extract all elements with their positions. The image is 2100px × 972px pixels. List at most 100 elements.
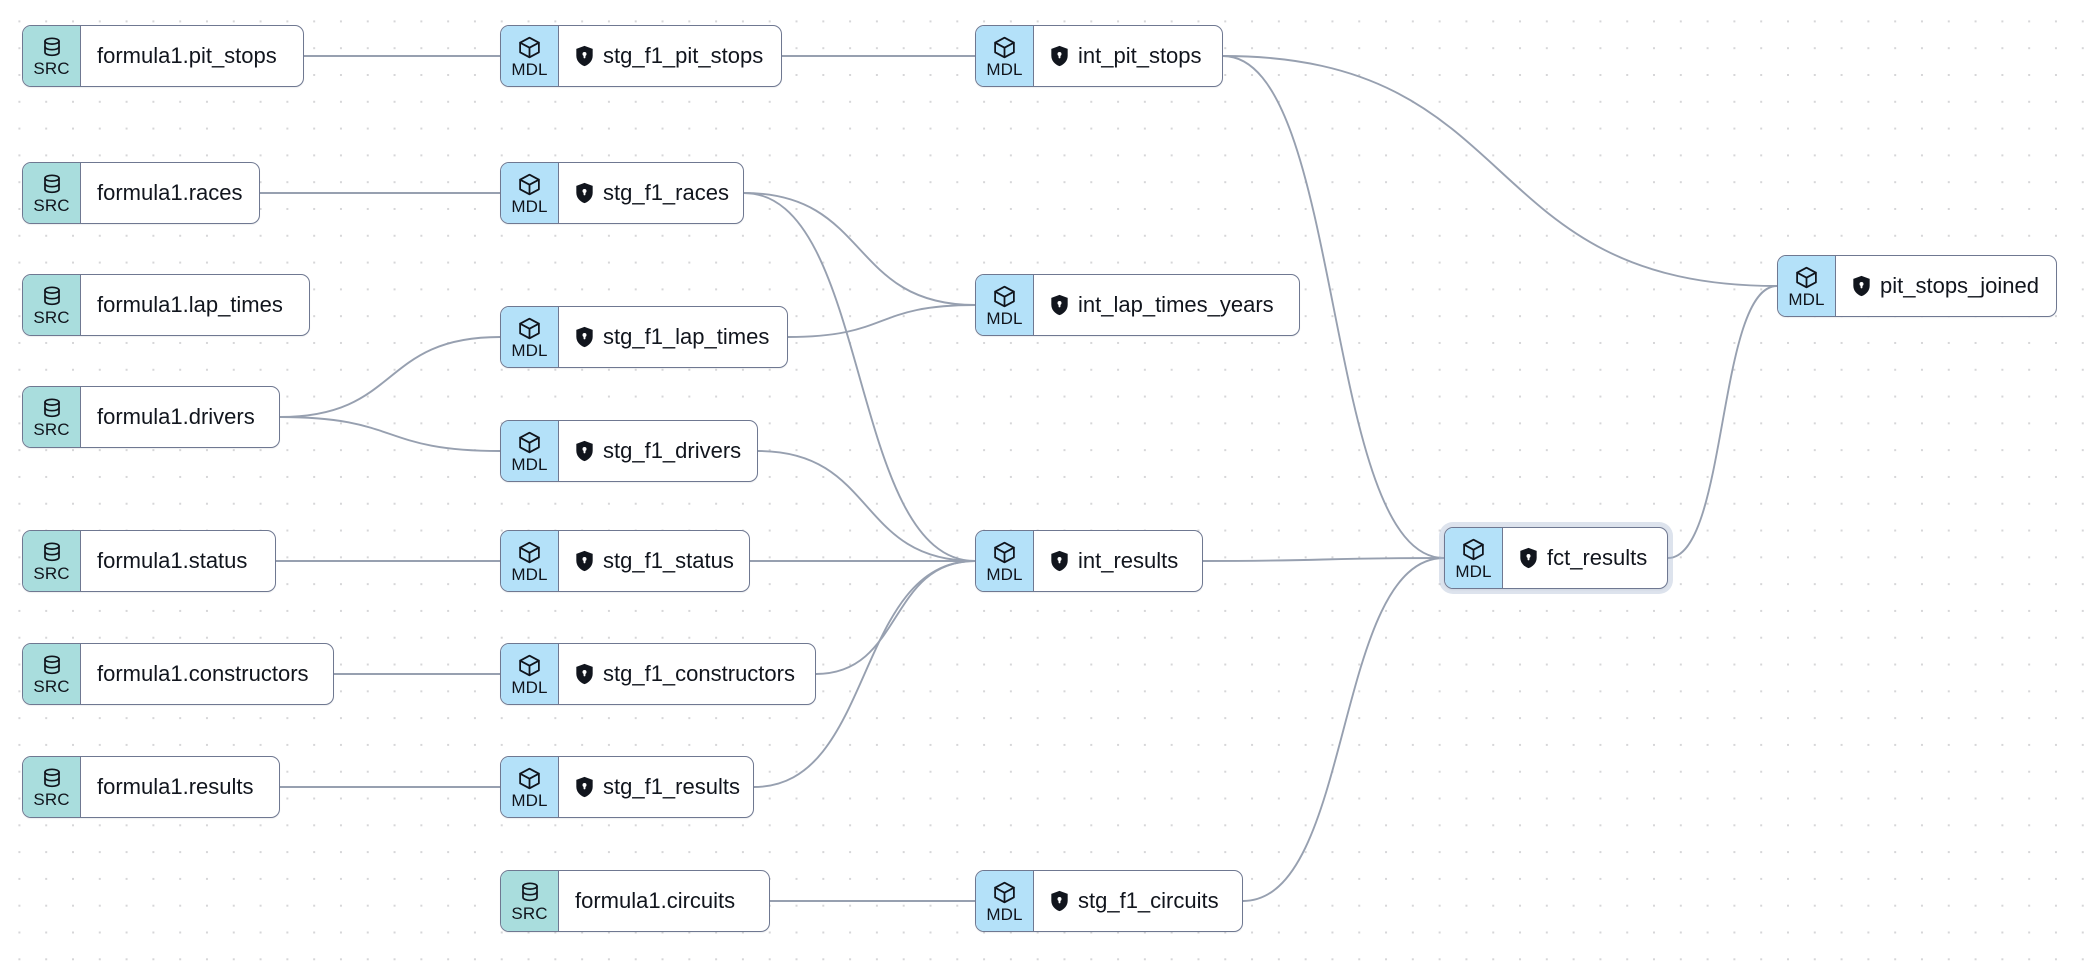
node-label: stg_f1_pit_stops (603, 43, 764, 68)
node-type-badge-src: SRC (501, 871, 559, 931)
graph-node-src_circuits[interactable]: SRC formula1.circuits (500, 870, 770, 932)
edge-stg_races-to-int_lap_times_years (743, 192, 976, 306)
cube-icon (992, 35, 1017, 61)
node-type-badge-src: SRC (23, 644, 81, 704)
shield-lock-icon (1051, 890, 1068, 912)
edge-stg_lap_times-to-int_lap_times_years (787, 304, 976, 338)
cube-icon (1794, 265, 1819, 291)
node-label: int_pit_stops (1078, 43, 1202, 68)
node-body: stg_f1_pit_stops (559, 26, 781, 86)
node-label: stg_f1_drivers (603, 438, 742, 463)
edge-stg_constructors-to-int_results (815, 560, 976, 675)
node-type-badge-mdl: MDL (501, 757, 559, 817)
node-type-label: MDL (1455, 561, 1492, 581)
node-label: formula1.results (97, 774, 254, 799)
node-type-badge-src: SRC (23, 275, 81, 335)
cube-icon (517, 172, 542, 198)
node-type-badge-mdl: MDL (501, 307, 559, 367)
node-type-label: SRC (33, 59, 70, 78)
node-body: stg_f1_circuits (1034, 871, 1242, 931)
node-body: stg_f1_drivers (559, 421, 757, 481)
graph-node-stg_races[interactable]: MDL stg_f1_races (500, 162, 744, 224)
node-body: formula1.drivers (81, 387, 279, 447)
database-icon (40, 284, 64, 309)
node-label: formula1.races (97, 180, 243, 205)
graph-node-fct_results[interactable]: MDL fct_results (1444, 527, 1668, 589)
node-type-label: MDL (511, 340, 548, 360)
node-label: stg_f1_races (603, 180, 729, 205)
edge-fct_results-to-pit_stops_joined (1667, 285, 1778, 559)
graph-node-src_races[interactable]: SRC formula1.races (22, 162, 260, 224)
graph-node-src_lap_times[interactable]: SRC formula1.lap_times (22, 274, 310, 336)
database-icon (40, 396, 64, 421)
cube-icon (517, 540, 542, 566)
graph-node-pit_stops_joined[interactable]: MDL pit_stops_joined (1777, 255, 2057, 317)
node-type-badge-mdl: MDL (501, 644, 559, 704)
node-type-label: SRC (33, 564, 70, 583)
node-label: stg_f1_results (603, 774, 740, 799)
graph-node-src_results[interactable]: SRC formula1.results (22, 756, 280, 818)
node-label: int_lap_times_years (1078, 292, 1274, 317)
node-label: pit_stops_joined (1880, 273, 2040, 298)
graph-node-stg_pit_stops[interactable]: MDL stg_f1_pit_stops (500, 25, 782, 87)
node-body: formula1.lap_times (81, 275, 309, 335)
node-body: stg_f1_lap_times (559, 307, 787, 367)
node-type-badge-mdl: MDL (501, 531, 559, 591)
graph-node-stg_drivers[interactable]: MDL stg_f1_drivers (500, 420, 758, 482)
node-body: formula1.circuits (559, 871, 769, 931)
node-body: fct_results (1503, 528, 1667, 588)
graph-node-stg_lap_times[interactable]: MDL stg_f1_lap_times (500, 306, 788, 368)
node-type-label: SRC (33, 196, 70, 215)
database-icon (40, 540, 64, 565)
node-type-badge-src: SRC (23, 387, 81, 447)
node-type-badge-src: SRC (23, 757, 81, 817)
graph-node-int_pit_stops[interactable]: MDL int_pit_stops (975, 25, 1223, 87)
shield-lock-icon (576, 550, 593, 572)
graph-node-stg_constructors[interactable]: MDL stg_f1_constructors (500, 643, 816, 705)
node-type-badge-mdl: MDL (976, 871, 1034, 931)
graph-node-stg_results[interactable]: MDL stg_f1_results (500, 756, 754, 818)
cube-icon (517, 430, 542, 456)
node-label: formula1.lap_times (97, 292, 283, 317)
database-icon (40, 172, 64, 197)
shield-lock-icon (1051, 45, 1068, 67)
node-body: stg_f1_races (559, 163, 743, 223)
node-type-label: MDL (511, 677, 548, 697)
cube-icon (992, 284, 1017, 310)
node-body: stg_f1_status (559, 531, 749, 591)
node-body: pit_stops_joined (1836, 256, 2056, 316)
graph-node-src_pit_stops[interactable]: SRC formula1.pit_stops (22, 25, 304, 87)
node-type-badge-src: SRC (23, 26, 81, 86)
shield-lock-icon (576, 776, 593, 798)
node-type-badge-mdl: MDL (976, 531, 1034, 591)
node-type-badge-mdl: MDL (501, 163, 559, 223)
shield-lock-icon (576, 326, 593, 348)
node-type-badge-src: SRC (23, 531, 81, 591)
node-type-label: MDL (1788, 289, 1825, 309)
node-label: formula1.pit_stops (97, 43, 277, 68)
node-type-badge-mdl: MDL (976, 26, 1034, 86)
node-body: stg_f1_constructors (559, 644, 815, 704)
node-type-label: MDL (511, 59, 548, 79)
node-type-badge-mdl: MDL (1445, 528, 1503, 588)
node-type-label: SRC (511, 904, 548, 923)
node-body: int_lap_times_years (1034, 275, 1299, 335)
cube-icon (517, 653, 542, 679)
node-type-label: SRC (33, 677, 70, 696)
cube-icon (992, 880, 1017, 906)
edge-int_results-to-fct_results (1202, 557, 1445, 562)
database-icon (518, 880, 542, 905)
node-body: int_pit_stops (1034, 26, 1222, 86)
node-type-label: MDL (511, 196, 548, 216)
node-body: formula1.results (81, 757, 279, 817)
node-type-badge-mdl: MDL (501, 421, 559, 481)
